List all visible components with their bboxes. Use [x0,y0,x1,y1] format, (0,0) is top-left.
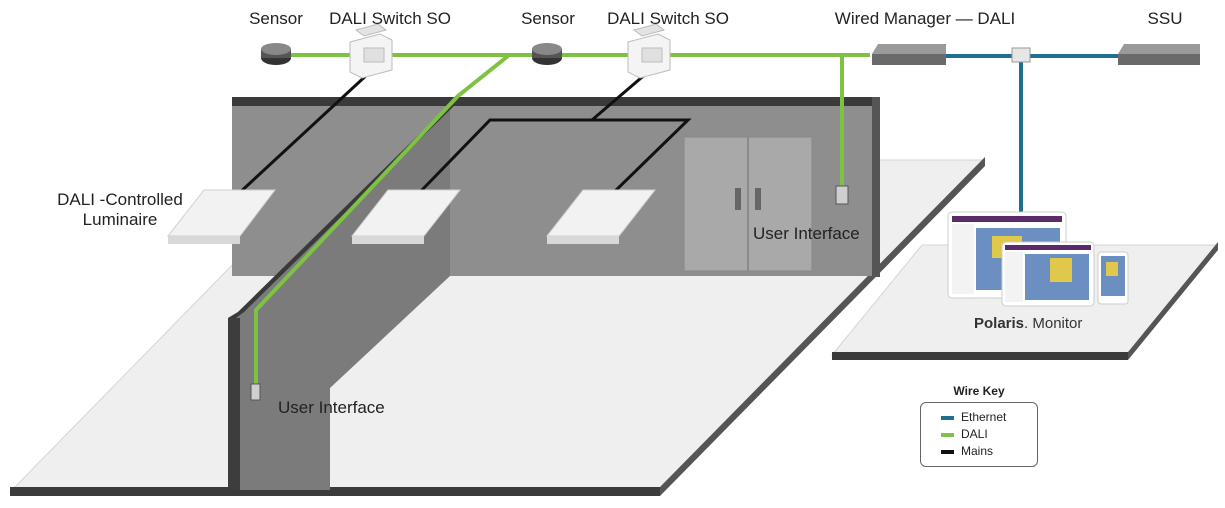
luminaire-1-edge [168,236,240,244]
floor-right-edge [832,352,1128,360]
polaris-brand: Polaris [974,315,1025,332]
floor-right-edge-side [1128,242,1218,360]
sensor-label: Sensor [249,9,303,28]
dali-swatch [941,432,954,437]
wire-key-label: DALI [961,427,988,441]
dali-switch-icon [349,23,393,79]
mains-switch2 [591,70,649,122]
dali-switch-label: DALI Switch SO [329,9,451,28]
sensor-label: Sensor [521,9,575,28]
sensor-icon [261,43,291,65]
wire-key-title: Wire Key [953,384,1005,398]
door-handle-left [735,188,741,210]
wire-key-label: Ethernet [961,410,1007,424]
luminaire-label: DALI -Controlled Luminaire [57,190,183,229]
wire-key-item-ethernet: Ethernet [941,409,1027,426]
wire-key: Wire Key Ethernet DALI Mains [920,384,1038,467]
sensor-icon [532,43,562,65]
wire-key-item-mains: Mains [941,443,1027,460]
back-wall-top [232,97,880,106]
luminaire-2-edge [352,236,424,244]
dali-switch-label: DALI Switch SO [607,9,729,28]
wired-manager-icon [872,44,946,65]
back-wall-right-end [872,97,880,277]
wire-key-box: Ethernet DALI Mains [920,402,1038,467]
divider-wall-face [228,318,240,490]
floor-edge [10,487,660,496]
floor-edge-side [660,157,985,496]
dali-switch-icon [627,23,671,79]
door-handle-right [755,188,761,210]
luminaire-3-edge [547,236,619,244]
polaris-dot: . [1024,315,1029,332]
user-interface-icon-right [835,185,849,205]
mains-loop-b [592,118,692,198]
ethernet-splitter-icon [1011,47,1031,63]
mains-swatch [941,449,954,454]
wire-key-item-dali: DALI [941,426,1027,443]
wired-manager-label: Wired Manager — DALI [834,9,1016,28]
mains-switch1 [234,70,372,198]
ssu-label: SSU [1147,9,1183,28]
monitor-screen-icon [1001,241,1095,307]
ssu-icon [1118,44,1200,65]
dali-to-ui-left [254,54,510,388]
wire-key-label: Mains [961,444,994,458]
tablet-screen-icon [1097,251,1129,305]
user-interface-label-right: User Interface [753,224,860,243]
user-interface-label-left: User Interface [278,398,385,417]
user-interface-icon-left [250,383,261,401]
polaris-product: Monitor [1032,315,1083,332]
polaris-monitor-label: Polaris. Monitor [974,315,1082,332]
ethernet-swatch [941,415,954,420]
mains-loop [418,118,592,194]
